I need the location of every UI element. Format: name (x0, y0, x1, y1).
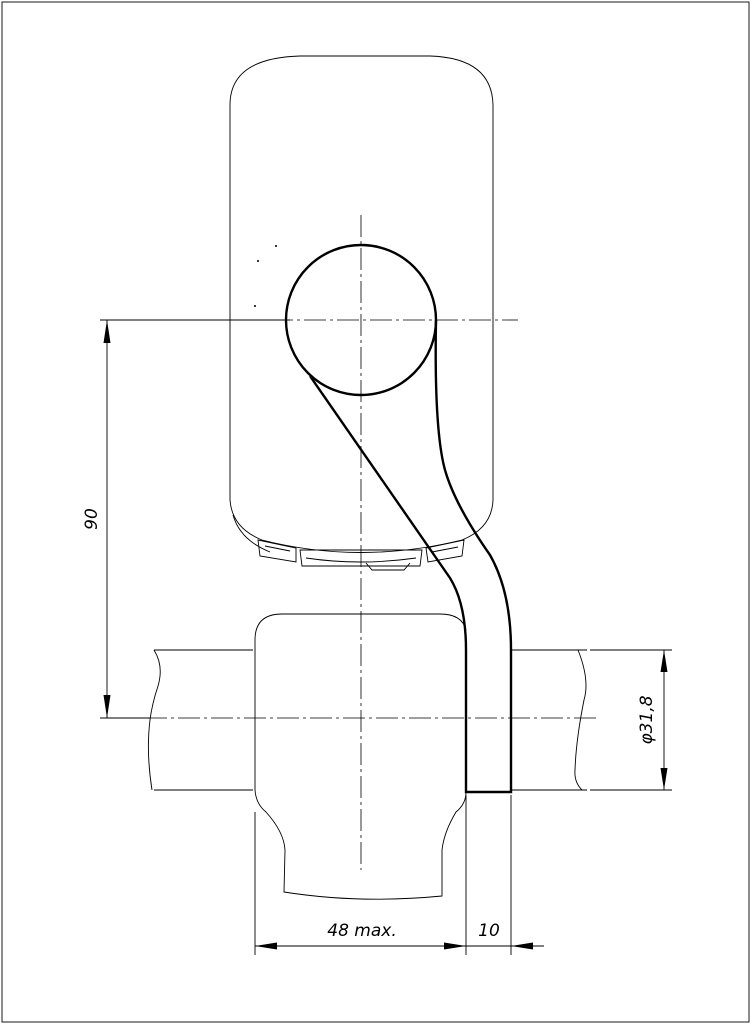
quick-release-lever (284, 243, 513, 794)
tube (147, 613, 587, 900)
dimension-diameter-label: φ31,8 (637, 695, 657, 744)
center-lines (145, 215, 600, 870)
dimension-height-label: 90 (82, 508, 102, 530)
dimension-width: 48 max. 10 (254, 795, 544, 955)
dimension-width-label: 48 max. (327, 921, 396, 941)
clamp-slots (257, 539, 465, 571)
cylinder-body (229, 55, 494, 553)
dimension-offset-label: 10 (478, 921, 500, 941)
dimension-height: 90 (82, 319, 290, 719)
dimension-diameter: φ31,8 (590, 649, 672, 791)
